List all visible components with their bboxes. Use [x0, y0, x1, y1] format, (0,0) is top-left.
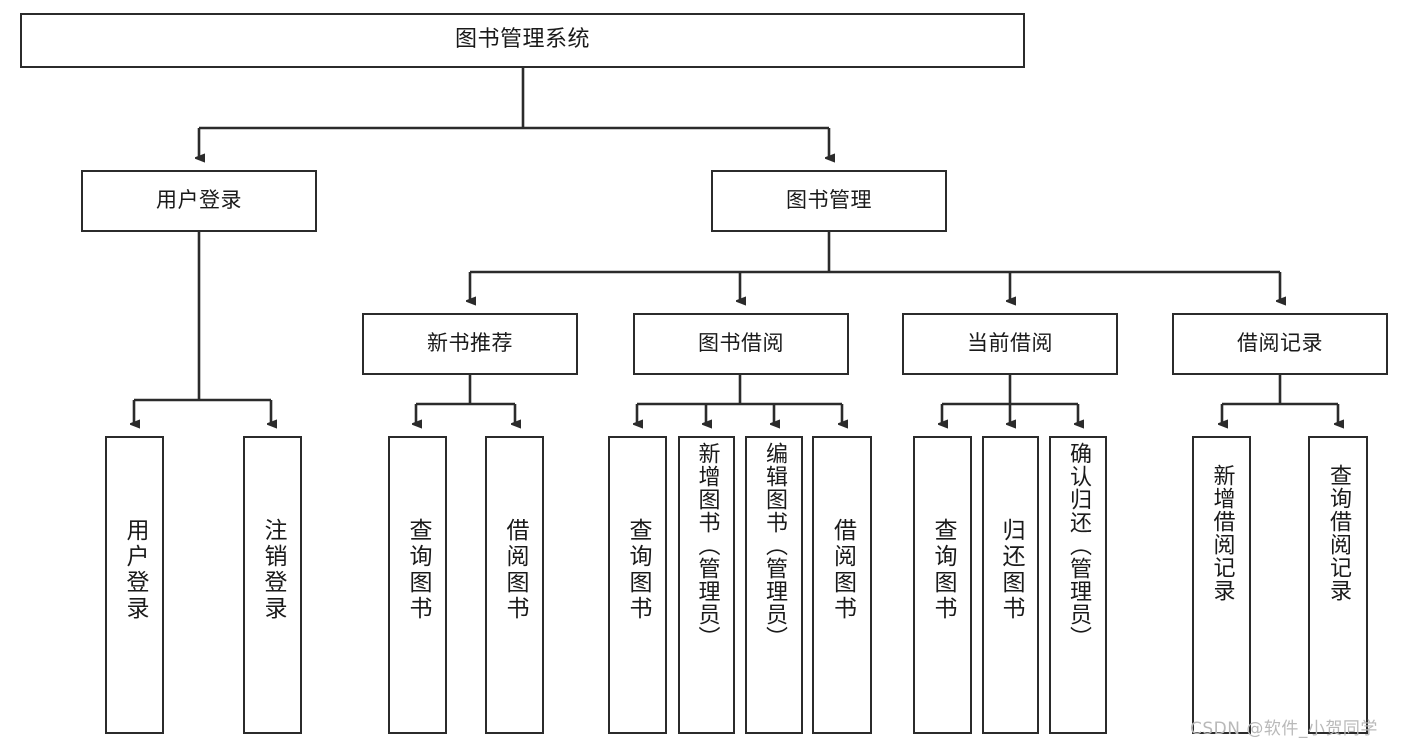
leaf-return-book[interactable]: 归还图书 [982, 436, 1039, 734]
leaf-query-book-current-label: 查询图书 [930, 518, 956, 622]
leaf-edit-book-label: 编辑图书（管理员） [762, 442, 787, 649]
leaf-query-borrow-record-label: 查询借阅记录 [1326, 464, 1351, 602]
leaf-return-book-label: 归还图书 [998, 518, 1024, 622]
node-current-borrow-label: 当前借阅 [967, 331, 1053, 356]
leaf-query-book-borrow[interactable]: 查询图书 [608, 436, 667, 734]
leaf-user-login[interactable]: 用户登录 [105, 436, 164, 734]
leaf-confirm-return[interactable]: 确认归还（管理员） [1049, 436, 1107, 734]
node-root[interactable]: 图书管理系统 [20, 13, 1025, 68]
leaf-add-book[interactable]: 新增图书（管理员） [678, 436, 735, 734]
leaf-borrow-book-recommend[interactable]: 借阅图书 [485, 436, 544, 734]
leaf-add-book-label: 新增图书（管理员） [694, 442, 720, 649]
node-current-borrow[interactable]: 当前借阅 [902, 313, 1118, 375]
leaf-query-borrow-record[interactable]: 查询借阅记录 [1308, 436, 1368, 734]
node-borrow-record-label: 借阅记录 [1237, 331, 1323, 356]
leaf-add-borrow-record-label: 新增借阅记录 [1209, 464, 1235, 602]
leaf-query-book-recommend-label: 查询图书 [405, 518, 431, 622]
node-new-book-recommend-label: 新书推荐 [427, 331, 513, 356]
node-book-borrow[interactable]: 图书借阅 [633, 313, 849, 375]
node-user-login-label: 用户登录 [156, 188, 242, 213]
node-book-borrow-label: 图书借阅 [698, 331, 784, 356]
node-book-manage-label: 图书管理 [786, 188, 872, 213]
leaf-borrow-book-borrow[interactable]: 借阅图书 [812, 436, 872, 734]
leaf-confirm-return-label: 确认归还（管理员） [1066, 442, 1091, 649]
leaf-borrow-book-borrow-label: 借阅图书 [829, 518, 856, 622]
leaf-edit-book[interactable]: 编辑图书（管理员） [745, 436, 803, 734]
leaf-query-book-borrow-label: 查询图书 [625, 518, 651, 622]
leaf-add-borrow-record[interactable]: 新增借阅记录 [1192, 436, 1251, 734]
leaf-query-book-recommend[interactable]: 查询图书 [388, 436, 447, 734]
node-borrow-record[interactable]: 借阅记录 [1172, 313, 1388, 375]
leaf-user-logout[interactable]: 注销登录 [243, 436, 302, 734]
leaf-query-book-current[interactable]: 查询图书 [913, 436, 972, 734]
node-user-login[interactable]: 用户登录 [81, 170, 317, 232]
leaf-user-login-label: 用户登录 [122, 518, 148, 622]
leaf-user-logout-label: 注销登录 [260, 518, 286, 622]
node-root-label: 图书管理系统 [454, 27, 590, 53]
leaf-borrow-book-recommend-label: 借阅图书 [502, 518, 528, 622]
node-new-book-recommend[interactable]: 新书推荐 [362, 313, 578, 375]
node-book-manage[interactable]: 图书管理 [711, 170, 947, 232]
